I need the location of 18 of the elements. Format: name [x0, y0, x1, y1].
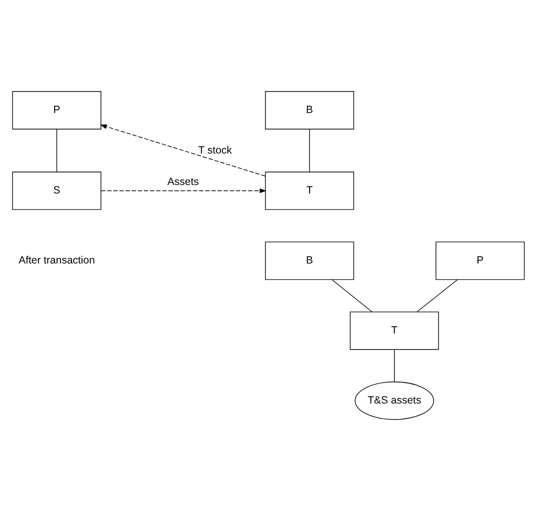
- connector: [56, 129, 58, 172]
- arrow: [100, 188, 266, 194]
- node-ellipse: T&S assets: [354, 382, 434, 420]
- connector: [416, 279, 458, 312]
- node-box: B: [265, 91, 354, 130]
- node-box: B: [265, 242, 354, 280]
- connector: [394, 350, 395, 382]
- node-box: P: [436, 242, 525, 280]
- edge-label: Assets: [167, 177, 199, 188]
- node-box: P: [12, 91, 102, 130]
- label: After transaction: [18, 255, 95, 266]
- connector: [309, 129, 310, 172]
- edge-label: T stock: [198, 145, 232, 156]
- arrow: [100, 124, 266, 176]
- connector: [332, 279, 372, 312]
- node-box: T: [350, 312, 439, 350]
- node-box: T: [265, 172, 354, 210]
- node-box: S: [12, 172, 102, 210]
